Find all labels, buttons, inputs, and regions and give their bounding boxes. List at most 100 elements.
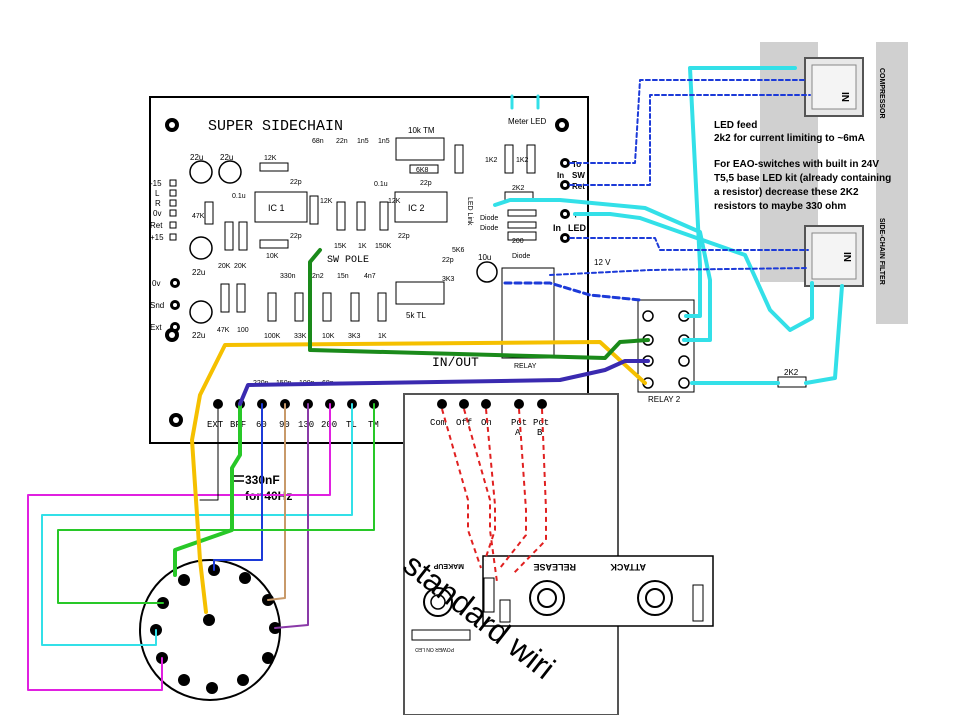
eao-note-line: a resistor) decrease these 2K2	[714, 187, 859, 198]
svg-text:Diode: Diode	[480, 225, 498, 232]
svg-text:IN: IN	[839, 92, 850, 102]
svg-text:LED feed: LED feed	[714, 120, 757, 131]
compressor-switch: IN COMPRESSOR	[804, 57, 885, 119]
eao-note-line: resistors to maybe 330 ohm	[714, 201, 846, 212]
svg-text:200: 200	[512, 238, 524, 245]
svg-text:12K: 12K	[388, 198, 401, 205]
svg-text:RELEASE: RELEASE	[533, 562, 576, 572]
svg-text:1n5: 1n5	[357, 138, 369, 145]
relay-block: RELAY	[501, 267, 555, 370]
svg-text:SIDE-CHAIN FILTER: SIDE-CHAIN FILTER	[878, 218, 885, 285]
svg-text:12K: 12K	[320, 198, 333, 205]
svg-text:Diode: Diode	[512, 253, 530, 260]
svg-text:IC 1: IC 1	[268, 203, 285, 213]
svg-text:Ret: Ret	[150, 221, 163, 230]
svg-text:POWER ON LED: POWER ON LED	[415, 646, 454, 652]
svg-text:2K2: 2K2	[784, 368, 799, 377]
svg-text:RELAY: RELAY	[514, 363, 537, 370]
control-panel-pcb: ATTACK RELEASE MAKEUP POWER ON LED	[411, 555, 714, 652]
svg-text:33K: 33K	[294, 333, 307, 340]
svg-text:3K3: 3K3	[348, 333, 361, 340]
svg-text:4n7: 4n7	[364, 273, 376, 280]
svg-text:EXT: EXT	[207, 420, 224, 430]
svg-text:2n2: 2n2	[312, 273, 324, 280]
svg-text:COMPRESSOR: COMPRESSOR	[878, 68, 885, 119]
svg-text:1n5: 1n5	[378, 138, 390, 145]
svg-text:0.1u: 0.1u	[374, 181, 388, 188]
svg-text:IN: IN	[841, 252, 852, 262]
svg-text:3K3: 3K3	[442, 276, 455, 283]
svg-text:Snd: Snd	[150, 301, 164, 310]
svg-text:Pot: Pot	[533, 418, 549, 428]
svg-text:22p: 22p	[442, 257, 454, 264]
svg-text:22p: 22p	[420, 180, 432, 187]
svg-text:15n: 15n	[337, 273, 349, 280]
v12-label: 12 V	[594, 258, 611, 267]
svg-text:Com: Com	[430, 418, 446, 428]
svg-text:22u: 22u	[190, 153, 203, 162]
left-power-pads: -15 L R 0v Ret +15	[150, 179, 177, 242]
svg-text:1K: 1K	[378, 333, 387, 340]
svg-text:2K2: 2K2	[512, 185, 525, 192]
svg-text:0v: 0v	[153, 209, 161, 218]
svg-text:20K: 20K	[218, 263, 231, 270]
svg-text:0v: 0v	[152, 279, 160, 288]
svg-text:1K2: 1K2	[485, 157, 498, 164]
svg-text:R: R	[155, 199, 161, 208]
svg-text:150K: 150K	[375, 243, 392, 250]
left-signal-pads: 0v Snd Ext	[150, 278, 180, 332]
svg-text:1K2: 1K2	[516, 157, 529, 164]
lower-board-outline	[403, 393, 619, 715]
svg-text:Ret: Ret	[572, 182, 585, 191]
svg-text:22u: 22u	[192, 331, 205, 340]
svg-text:B: B	[537, 428, 543, 438]
svg-text:100K: 100K	[264, 333, 281, 340]
svg-text:In: In	[553, 223, 561, 233]
svg-text:ATTACK: ATTACK	[610, 562, 646, 572]
component-labels: 12K 12K 12K 47K 20K 20K 10K 6K8 5K6 3K3 …	[192, 117, 546, 334]
svg-text:10u: 10u	[478, 253, 491, 262]
eao-note-line: For EAO-switches with built in 24V	[714, 159, 879, 170]
svg-text:In: In	[557, 171, 564, 180]
svg-text:6K8: 6K8	[416, 167, 429, 174]
svg-text:22p: 22p	[290, 179, 302, 186]
svg-text:22n: 22n	[336, 138, 348, 145]
sw-pole-label: SW POLE	[327, 255, 369, 266]
relay2-resistor: 2K2	[777, 368, 807, 388]
svg-text:SW: SW	[572, 171, 585, 180]
board-title: SUPER SIDECHAIN	[208, 118, 343, 135]
led-feed-annotation: LED feed 2k2 for current limiting to ~6m…	[714, 120, 891, 212]
svg-text:0.1u: 0.1u	[232, 193, 246, 200]
main-pcb-outline	[149, 96, 589, 444]
svg-text:20K: 20K	[234, 263, 247, 270]
svg-text:47K: 47K	[217, 327, 230, 334]
wires	[27, 66, 844, 691]
svg-text:Meter LED: Meter LED	[508, 117, 546, 126]
svg-text:10K: 10K	[322, 333, 335, 340]
ic1: IC 1	[254, 191, 308, 223]
svg-text:1K: 1K	[358, 243, 367, 250]
svg-text:LED: LED	[568, 223, 587, 233]
svg-text:-15: -15	[150, 179, 162, 188]
svg-text:12K: 12K	[264, 155, 277, 162]
resistors	[204, 144, 537, 322]
svg-text:130: 130	[298, 420, 314, 430]
svg-text:10k TM: 10k TM	[408, 126, 435, 135]
in-out-label: IN/OUT	[432, 355, 479, 370]
sidechain-switch: IN SIDE-CHAIN FILTER	[804, 218, 885, 287]
eao-note-line: T5,5 base LED kit (already containing	[714, 173, 891, 184]
filter-panel-strip	[876, 42, 908, 324]
svg-text:10K: 10K	[266, 253, 279, 260]
svg-text:+15: +15	[150, 233, 164, 242]
svg-text:Diode: Diode	[480, 215, 498, 222]
svg-text:5k TL: 5k TL	[406, 311, 426, 320]
svg-text:47K: 47K	[192, 213, 205, 220]
svg-text:A: A	[515, 428, 521, 438]
svg-text:15K: 15K	[334, 243, 347, 250]
svg-text:Off: Off	[456, 418, 472, 428]
electrolytic-capacitors: 22u 22u 22u 22u 10u	[189, 153, 498, 340]
ic2: IC 2	[394, 191, 448, 223]
svg-text:L: L	[155, 189, 160, 198]
svg-text:22u: 22u	[192, 268, 205, 277]
